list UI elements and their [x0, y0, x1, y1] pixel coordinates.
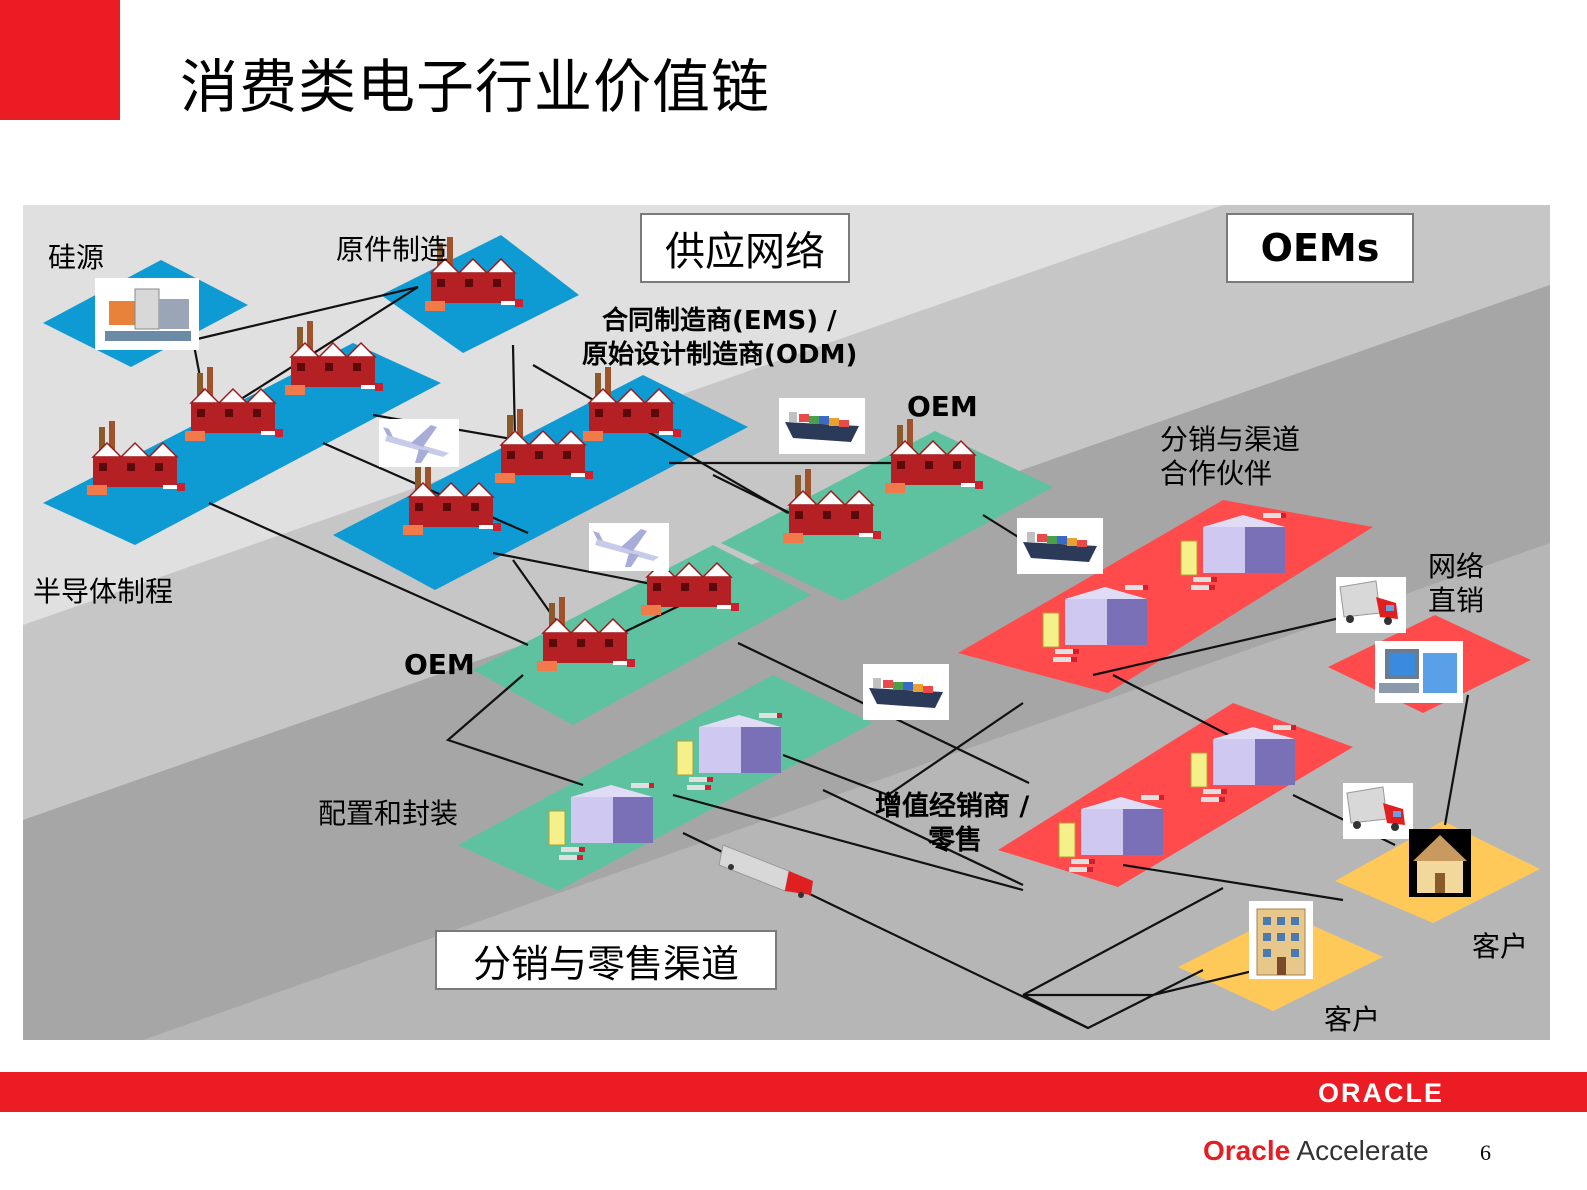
corner-accent: [0, 0, 120, 120]
channel-partner-label-line2: 合作伙伴: [1160, 457, 1273, 490]
customer-bottom-label: 客户: [1324, 1003, 1381, 1036]
brand-oracle: Oracle: [1203, 1135, 1291, 1166]
truck-icon: [718, 844, 813, 898]
airplane-icon: [379, 419, 459, 467]
configure-package-label: 配置和封装: [318, 797, 459, 830]
airplane-icon: [589, 523, 669, 571]
oem-top-label: OEM: [907, 390, 978, 423]
house-icon: [1409, 829, 1471, 897]
semiconductor-platform: [43, 343, 441, 545]
building-icon: [1249, 901, 1313, 979]
page-title: 消费类电子行业价值链: [180, 53, 771, 121]
page-number: 6: [1480, 1140, 1491, 1165]
oracle-accelerate-logo: Oracle Accelerate: [1203, 1135, 1429, 1167]
oem-left-label: OEM: [404, 648, 475, 681]
channel-partner-label-line1: 分销与渠道: [1160, 423, 1301, 456]
semiconductor-label: 半导体制程: [33, 575, 174, 608]
computer-icon: [1375, 641, 1463, 703]
supply-network-box: 供应网络: [640, 213, 850, 283]
component-mfg-label: 原件制造: [336, 233, 449, 266]
oems-box: OEMs: [1226, 213, 1414, 283]
truck-icon: [1335, 576, 1407, 634]
silicon-plant-icon: [95, 278, 199, 350]
brand-accelerate: Accelerate: [1296, 1135, 1429, 1166]
value-chain-diagram: [23, 205, 1550, 1040]
cargo-ship-icon: [779, 398, 865, 454]
ems-odm-label-line1: 合同制造商(EMS) /: [602, 306, 837, 336]
ems-odm-label-line2: 原始设计制造商(ODM): [582, 340, 858, 370]
oracle-logo: ORACLE: [1318, 1078, 1444, 1108]
direct-sales-label-line1: 网络: [1428, 550, 1485, 583]
distribution-retail-box: 分销与零售渠道: [435, 930, 777, 990]
cargo-ship-icon: [1017, 518, 1103, 574]
customer-right-label: 客户: [1472, 930, 1529, 963]
truck-icon: [1342, 782, 1414, 840]
direct-sales-label-line2: 直销: [1428, 584, 1485, 617]
var-retail-label-line1: 增值经销商 /: [875, 791, 1030, 822]
silicon-source-label: 硅源: [48, 241, 105, 274]
footer-bar: [0, 1072, 1587, 1112]
var-retail-label-line2: 零售: [928, 825, 982, 856]
cargo-ship-icon: [863, 664, 949, 720]
